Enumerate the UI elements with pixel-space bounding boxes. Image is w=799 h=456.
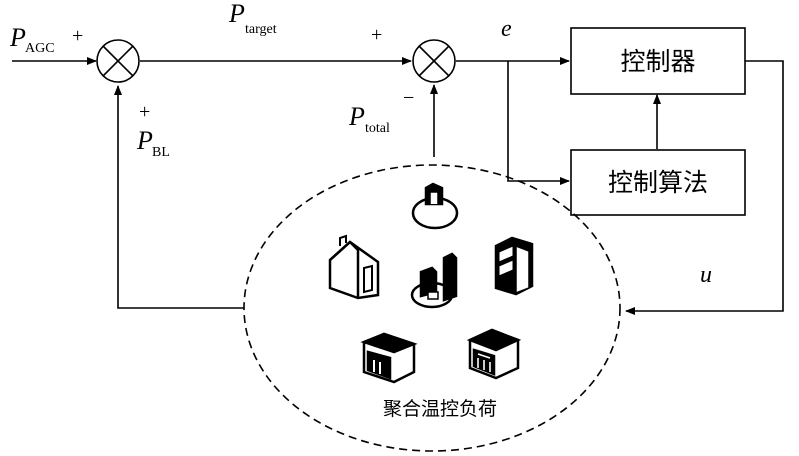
svg-text:target: target [245, 22, 277, 37]
label-p-agc: P AGC [9, 23, 55, 56]
algorithm-block: 控制算法 [571, 150, 745, 215]
thermostat-device-icon [412, 254, 456, 307]
sign-sum2-target: + [371, 24, 382, 46]
water-heater-icon [413, 184, 457, 228]
label-u: u [700, 262, 712, 288]
house-icon [330, 236, 378, 298]
summing-junction-2 [413, 40, 455, 82]
summing-junction-1 [97, 40, 139, 82]
sign-sum1-bl: + [139, 101, 150, 123]
controller-label: 控制器 [620, 47, 695, 76]
svg-text:AGC: AGC [25, 41, 55, 56]
sign-sum1-agc: + [72, 25, 83, 47]
mall-building-icon [470, 330, 518, 378]
svg-text:BL: BL [152, 145, 170, 160]
svg-text:P: P [228, 0, 245, 28]
label-p-total: P total [348, 102, 390, 136]
wire-e-to-algorithm [508, 61, 569, 181]
svg-text:total: total [365, 121, 390, 136]
controller-block: 控制器 [571, 28, 745, 94]
label-e: e [501, 16, 512, 42]
label-p-target: P target [228, 0, 277, 37]
wire-bl-feedback [118, 86, 244, 308]
office-building-icon [364, 334, 414, 382]
svg-text:P: P [9, 23, 26, 52]
label-p-bl: P BL [136, 126, 170, 160]
svg-text:P: P [348, 102, 365, 131]
algorithm-label: 控制算法 [608, 168, 708, 197]
svg-text:P: P [136, 126, 153, 155]
load-cluster-label: 聚合温控负荷 [383, 398, 497, 420]
apartment-building-icon [496, 238, 532, 294]
sign-sum2-total: − [403, 87, 414, 109]
